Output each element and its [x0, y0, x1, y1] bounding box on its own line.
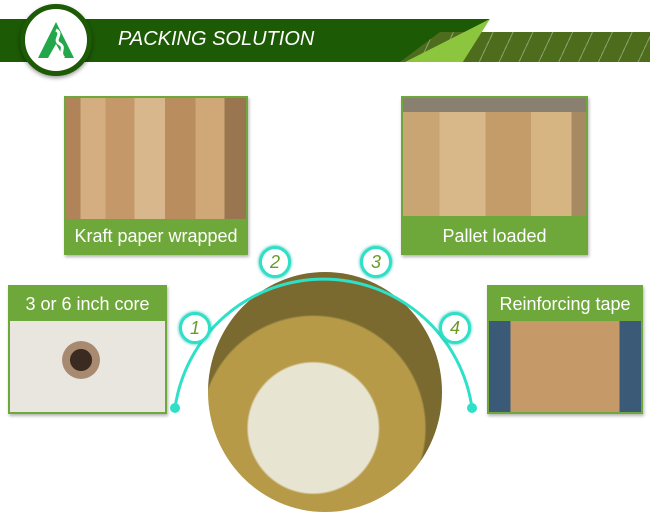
tape-photo [489, 321, 641, 412]
step-label: Pallet loaded [403, 219, 586, 253]
step-card-tape: Reinforcing tape [487, 285, 643, 414]
step-card-core: 3 or 6 inch core [8, 285, 167, 414]
core-hole [62, 341, 100, 379]
logo [20, 4, 92, 76]
logo-icon [38, 22, 74, 60]
step-number-2: 2 [259, 246, 291, 278]
step-card-pallet: Pallet loaded [401, 96, 588, 255]
core-photo [10, 321, 165, 412]
step-number-1: 1 [179, 312, 211, 344]
pallet-photo [403, 98, 586, 216]
page-title: PACKING SOLUTION [118, 28, 315, 50]
step-label: 3 or 6 inch core [10, 287, 165, 321]
step-label: Reinforcing tape [489, 287, 641, 321]
center-photo [208, 272, 442, 512]
step-number-4: 4 [439, 312, 471, 344]
step-card-kraft: Kraft paper wrapped [64, 96, 248, 255]
kraft-photo [66, 98, 246, 219]
step-label: Kraft paper wrapped [66, 219, 246, 253]
step-number-3: 3 [360, 246, 392, 278]
